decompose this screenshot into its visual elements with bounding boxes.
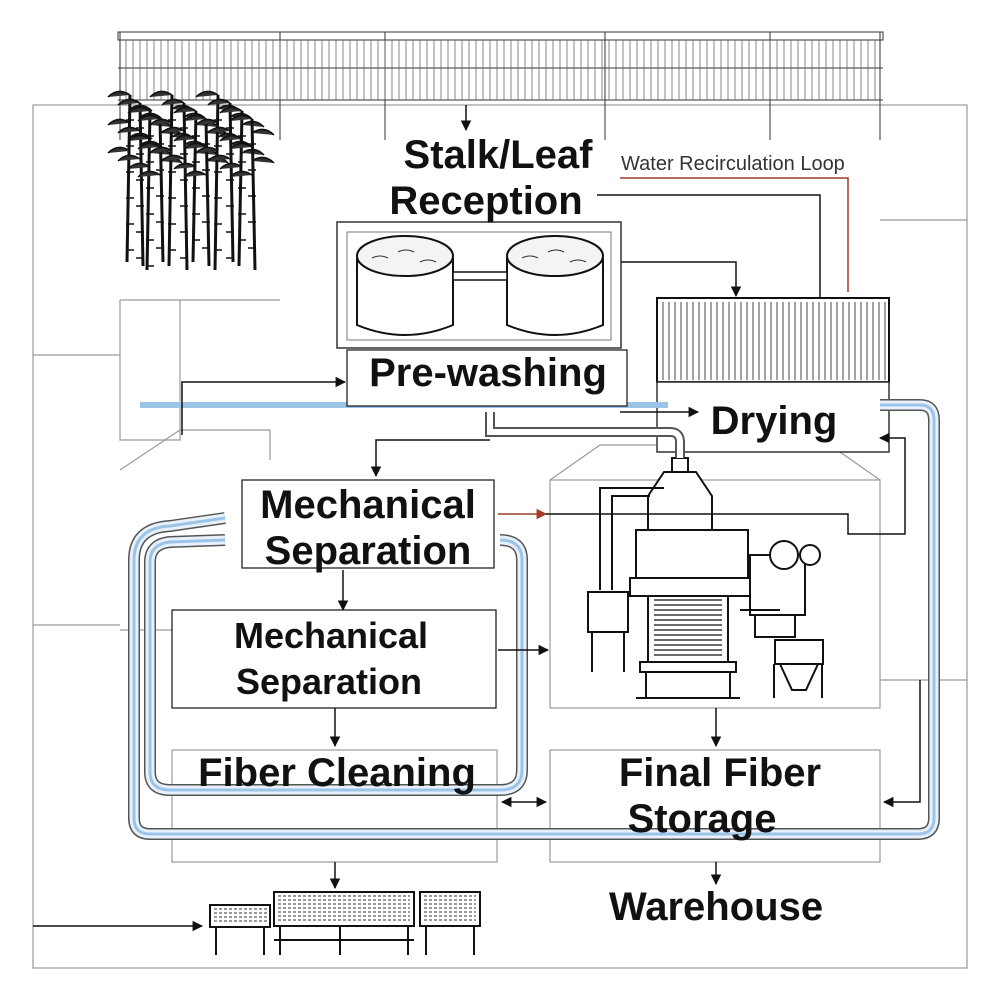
mech-sep-1-label-line2: Separation: [265, 529, 472, 573]
bamboo-leaf: [195, 146, 219, 154]
bamboo-leaf: [161, 154, 185, 162]
water-loop-label: Water Recirculation Loop: [621, 153, 845, 175]
bamboo-leaf: [117, 98, 141, 106]
bamboo-leaf: [183, 142, 207, 150]
bamboo-leaf: [219, 162, 243, 170]
final-storage-label-line1: Final Fiber: [619, 751, 821, 795]
bamboo-leaf: [107, 118, 131, 126]
mech-sep-1-label-line1: Mechanical: [260, 483, 476, 527]
fence: [117, 31, 884, 140]
bamboo-leaf: [149, 90, 173, 98]
bamboo-leaf: [183, 114, 207, 122]
bamboo-leaf: [195, 90, 219, 98]
bamboo-leaf: [229, 170, 253, 178]
bamboo-leaf: [251, 156, 275, 164]
bamboo-leaf: [251, 128, 275, 136]
bamboo-leaf: [127, 134, 151, 142]
drying-label: Drying: [711, 399, 838, 443]
bamboo-leaf: [137, 170, 161, 178]
water-pipe: [128, 399, 940, 840]
mech-sep-2-label-line1: Mechanical: [234, 615, 428, 656]
bamboo-leaf: [117, 126, 141, 134]
bamboo-stalk: [158, 118, 165, 263]
recirculation-line: [498, 177, 906, 535]
separation-machine-icon: [587, 457, 824, 699]
bamboo-leaf: [207, 126, 231, 134]
bamboo-leaf: [127, 106, 151, 114]
bamboo-stalk: [138, 102, 145, 267]
bamboo-stalk: [145, 110, 152, 271]
bamboo-icon: [107, 90, 275, 271]
bamboo-stalk: [213, 94, 220, 271]
bamboo-leaf: [173, 162, 197, 170]
bamboo-leaf: [127, 162, 151, 170]
flow-arrows: [33, 105, 921, 932]
bamboo-leaf: [149, 118, 173, 126]
bamboo-leaf: [107, 90, 131, 98]
warehouse-label: Warehouse: [609, 885, 823, 929]
final-storage-label-line2: Storage: [628, 797, 777, 841]
bamboo-leaf: [219, 134, 243, 142]
reception-label-line1: Stalk/Leaf: [404, 133, 594, 177]
bamboo-stalk: [182, 102, 189, 271]
bamboo-leaf: [107, 146, 131, 154]
bamboo-leaf: [137, 142, 161, 150]
bamboo-leaf: [183, 170, 207, 178]
bamboo-stalk: [228, 102, 235, 263]
drying-rack-icon: [209, 891, 481, 955]
bamboo-leaf: [117, 154, 141, 162]
prewashing-label: Pre-washing: [369, 351, 607, 395]
bamboo-leaf: [161, 126, 185, 134]
bamboo-leaf: [161, 98, 185, 106]
bamboo-leaf: [173, 134, 197, 142]
washing-tank-icon: [336, 221, 622, 349]
bamboo-leaf: [149, 146, 173, 154]
bamboo-leaf: [229, 142, 253, 150]
bamboo-leaf: [229, 114, 253, 122]
bamboo-leaf: [173, 106, 197, 114]
mech-sep-2-label-line2: Separation: [236, 661, 422, 702]
reception-label-line2: Reception: [389, 179, 582, 223]
bamboo-leaf: [219, 106, 243, 114]
bamboo-leaf: [195, 118, 219, 126]
bamboo-stalk: [204, 118, 211, 267]
bamboo-leaf: [207, 154, 231, 162]
bamboo-leaf: [137, 114, 161, 122]
label-boxes: [171, 349, 628, 709]
fiber-cleaning-label: Fiber Cleaning: [198, 751, 476, 795]
bamboo-leaf: [207, 98, 231, 106]
